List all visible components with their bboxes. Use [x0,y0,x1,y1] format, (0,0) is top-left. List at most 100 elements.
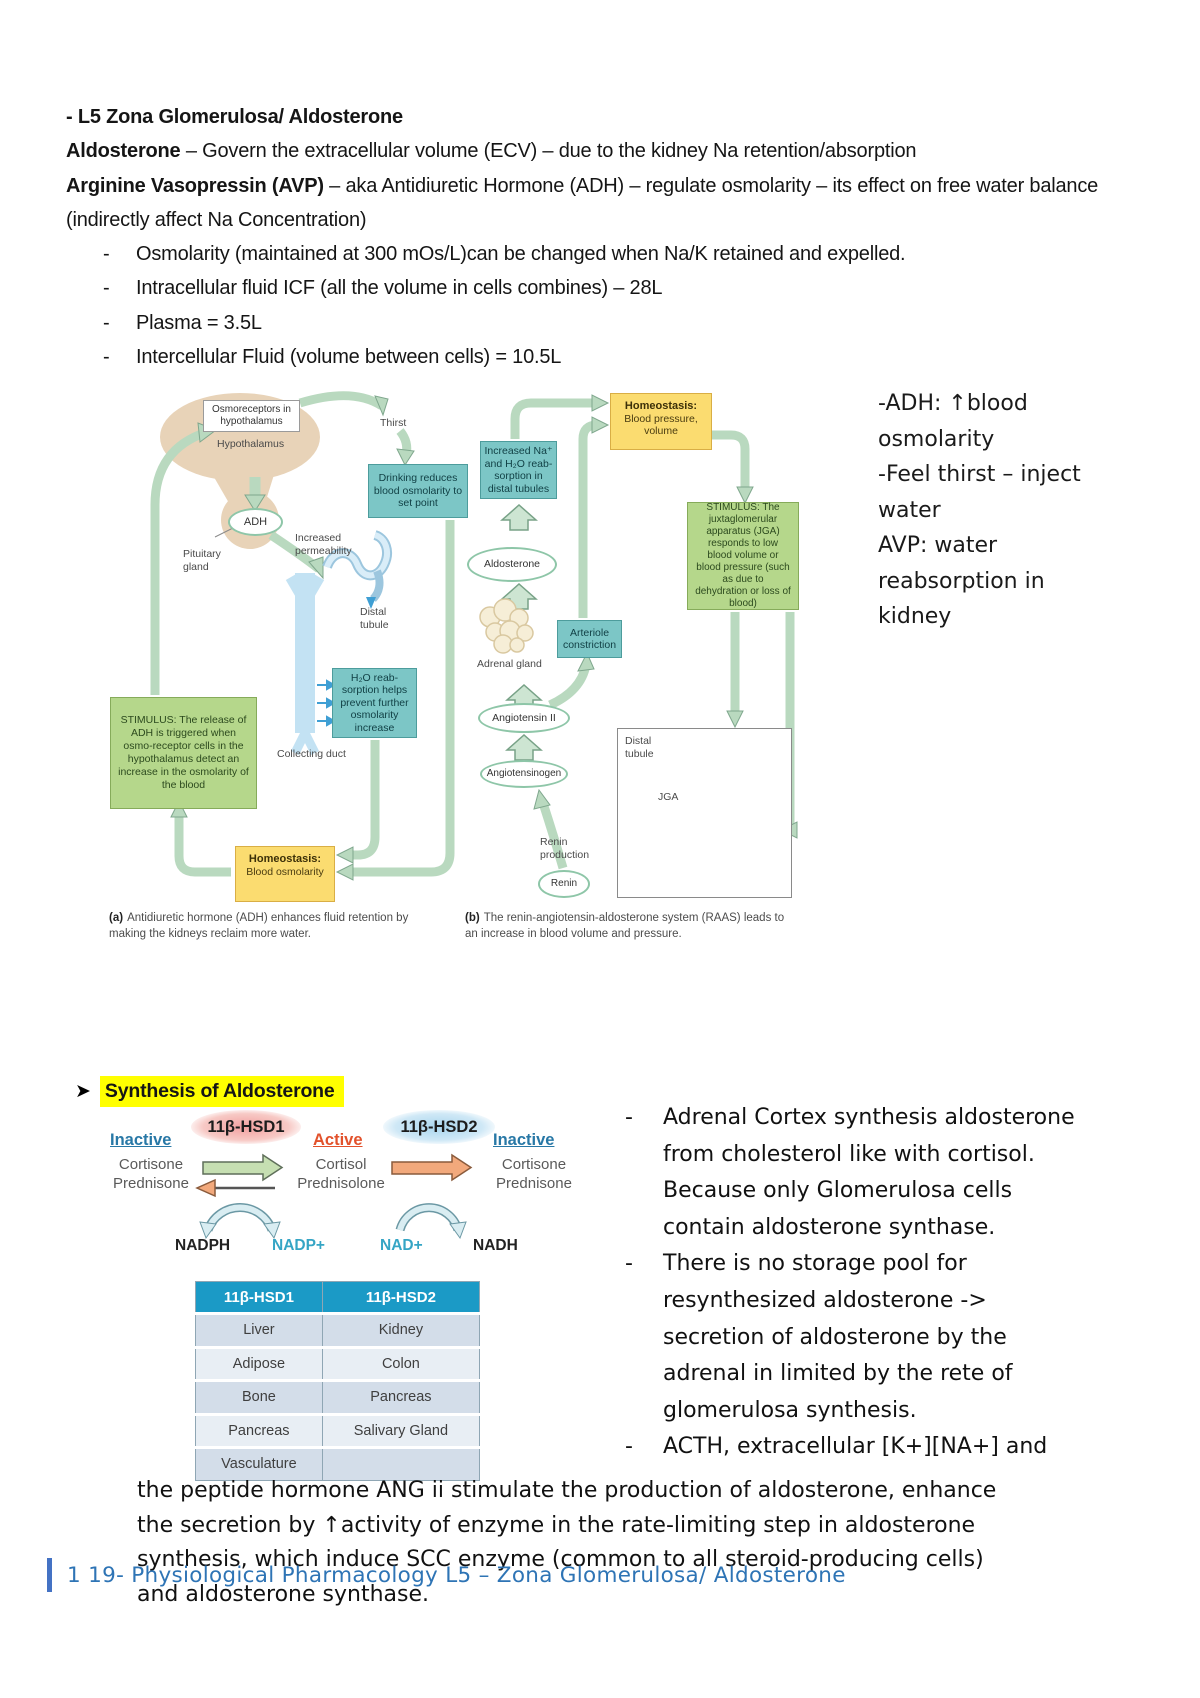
caption-b: (b)The renin-angiotensin-aldosterone sys… [465,911,795,942]
bullet-plasma: - Plasma = 3.5L [66,306,1151,340]
h2o-reabsorption-box: H₂O reab-sorption helps prevent further … [332,668,417,738]
top-notes: - L5 Zona Glomerulosa/ Aldosterone Aldos… [66,100,1151,374]
table-header-row: 11β-HSD1 11β-HSD2 [195,1281,481,1315]
hsd1-highlight-blob [191,1110,301,1144]
side-note-adh-avp: -ADH: ↑blood osmolarity -Feel thirst – i… [878,391,1081,629]
caption-a: (a)Antidiuretic hormone (ADH) enhances f… [109,911,429,942]
increased-na-box: Increased Na⁺ and H₂O reab-sorption in d… [480,441,557,499]
drinking-box: Drinking reduces blood osmolarity to set… [368,464,468,518]
nad-arc [397,1204,461,1231]
nadp-label: NADP+ [272,1237,325,1254]
bullet-dash: - [103,243,110,266]
nad-label: NAD+ [380,1237,423,1254]
avp-term: Arginine Vasopressin (AVP) [66,174,324,197]
hsd1-enzyme-label: 11β-HSD1 [207,1118,285,1136]
caption-a-label: (a) [109,912,124,924]
caption-b-label: (b) [465,912,480,924]
table-header-hsd2: 11β-HSD2 [321,1281,481,1315]
bullet-dash: - [103,346,110,369]
hsd2-enzyme-label: 11β-HSD2 [400,1118,478,1136]
table-cell: Bone [195,1379,323,1414]
nadph-arc-left-head [199,1221,217,1240]
synthesis-heading-text: Synthesis of Aldosterone [99,1076,344,1107]
bullet-text: Intracellular fluid ICF (all the volume … [136,277,663,300]
angiotensin2-oval: Angiotensin II [478,703,570,733]
page-title: - L5 Zona Glomerulosa/ Aldosterone [66,106,403,128]
nadph-label: NADPH [175,1237,231,1254]
footer-text: 1 19- Physiological Pharmacology L5 – Zo… [67,1562,846,1588]
inset-distal-tubule-label: Distal tubule [625,735,654,760]
cortisol-label: Cortisol Prednisolone [297,1156,385,1192]
bullet-text: ACTH, extracellular [K+][NA+] and [663,1434,1048,1460]
inactive-right-label: Inactive [493,1131,555,1149]
bullet-dash: - [625,1251,633,1277]
aldosterone-definition: Aldosterone – Govern the extracellular v… [66,134,1151,168]
nadh-label: NADH [473,1237,518,1254]
footer-accent-bar [47,1558,52,1592]
avp-definition-text: – aka Antidiuretic Hormone (ADH) – regul… [66,174,1099,231]
caption-b-text: The renin-angiotensin-aldosterone system… [465,912,785,940]
adh-loop-arrows [150,391,455,877]
homeostasis-rest: Blood pressure, volume [624,412,698,438]
jga-inset-frame [617,728,792,898]
bullet-text: Intercellular Fluid (volume between cell… [136,346,562,369]
renin-oval: Renin [538,870,590,898]
synthesis-paragraph: the peptide hormone ANG ii stimulate the… [137,1478,997,1607]
caption-a-text: Antidiuretic hormone (ADH) enhances flui… [109,912,409,940]
table-cell [321,1446,481,1481]
active-label: Active [313,1131,363,1149]
table-cell: Salivary Gland [321,1412,481,1448]
cortisone-left-label: Cortisone Prednisone [113,1156,189,1192]
bullet-text: Adrenal Cortex synthesis aldosterone fro… [663,1105,1075,1240]
hypothalamus-label: Hypothalamus [217,438,285,450]
arteriole-constriction-box: Arteriole constriction [557,620,622,658]
aldosterone-oval: Aldosterone [467,547,557,582]
pituitary-gland-label: Pituitary gland [183,548,221,573]
synthesis-bullets: - Adrenal Cortex synthesis aldosterone fr… [625,1100,1145,1466]
homeostasis-pressure-box: Homeostasis: Blood pressure, volume [610,393,712,450]
table-cell: Adipose [195,1345,323,1381]
table-cell: Liver [195,1312,323,1347]
bullet-dash: - [625,1434,633,1460]
osmoreceptors-label-box: Osmoreceptors in hypothalamus [203,400,300,432]
homeostasis-osmolarity-box: Homeostasis: Blood osmolarity [235,846,335,902]
increased-permeability-label: Increased permeability [295,532,352,557]
synthesis-bullet-2: - There is no storage pool for resynthesi… [625,1246,1145,1429]
bullet-intercellular: - Intercellular Fluid (volume between cel… [66,340,1151,374]
synthesis-bullet-3: - ACTH, extracellular [K+][NA+] and [625,1429,1145,1466]
avp-definition: Arginine Vasopressin (AVP) – aka Antidiu… [66,169,1151,238]
synthesis-bullet-1: -Adrenal Cortex synthesis aldosterone fr… [625,1100,1145,1246]
bullet-text: Osmolarity (maintained at 300 mOs/L)can … [136,243,906,266]
aldosterone-definition-text: – Govern the extracellular volume (ECV) … [180,140,917,163]
adh-loop-arrowheads [170,395,415,881]
figure-artwork [150,391,798,883]
table-cell: Pancreas [195,1412,323,1448]
bullet-icf: - Intracellular fluid ICF (all the volume… [66,271,1151,305]
bullet-text: There is no storage pool for resynthesiz… [663,1251,1013,1423]
adrenal-gland-label: Adrenal gland [477,658,542,670]
table-cell: Colon [321,1345,481,1381]
cortisone-right-label: Cortisone Prednisone [496,1156,572,1192]
hsd1-forward-arrow [202,1153,284,1182]
hsd2-highlight-blob [383,1110,495,1144]
adh-oval: ADH [228,508,283,536]
raas-loop-arrowheads [533,394,798,839]
reverse-reaction-arrowhead [195,1178,216,1198]
homeostasis-lead: Homeostasis: [624,400,698,412]
renin-production-label: Renin production [540,836,590,861]
bullet-dash: - [103,277,110,300]
table-header-hsd1: 11β-HSD1 [195,1281,323,1315]
bullet-dash: - [103,311,110,334]
nadph-arc [205,1204,275,1232]
table-cell: Vasculature [195,1446,323,1481]
nadph-arc-right-head [263,1221,281,1240]
bullet-text: Plasma = 3.5L [136,311,262,334]
table-cell: Pancreas [321,1379,481,1414]
collecting-duct-label: Collecting duct [277,748,346,760]
page-footer: 1 19- Physiological Pharmacology L5 – Zo… [47,1558,846,1592]
collecting-duct-art [285,530,392,756]
